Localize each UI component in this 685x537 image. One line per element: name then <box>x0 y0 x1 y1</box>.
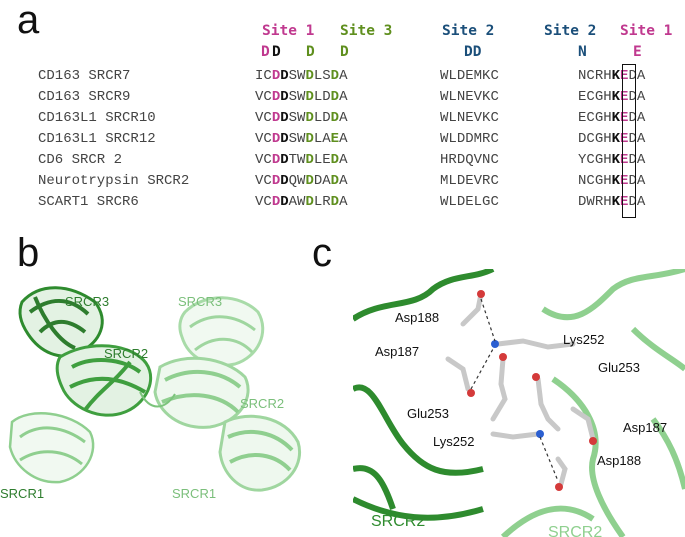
sequence-segment: DWRHKEDA <box>578 194 646 210</box>
sequence-segment: NCRHKEDA <box>578 68 646 84</box>
ribbon-dark <box>353 269 495 521</box>
domain-label: SRCR2 <box>240 396 284 411</box>
chain-a-dark <box>8 286 153 484</box>
hbonds <box>470 298 559 482</box>
sequence-segment: ECGHKEDA <box>578 110 646 126</box>
sequence-name: CD6 SRCR 2 <box>38 152 123 168</box>
domain-label: SRCR1 <box>0 486 44 501</box>
sticks <box>445 290 597 491</box>
sequence-segment: ECGHKEDA <box>578 89 646 105</box>
sequence-name: CD163L1 SRCR10 <box>38 110 156 126</box>
sequence-segment: VCDDAWDLRDA <box>255 194 348 210</box>
residue-label: Asp188 <box>395 310 439 325</box>
sequence-segment: WLNEVKC <box>440 89 499 105</box>
sequence-segment: DCGHKEDA <box>578 131 646 147</box>
site-header: Site 2 <box>544 23 597 39</box>
sequence-segment: ICDDSWDLSDA <box>255 68 348 84</box>
domain-label: SRCR2 <box>104 346 148 361</box>
domain-label: SRCR3 <box>178 294 222 309</box>
residue-header: D <box>306 44 315 60</box>
conserved-lysine-box <box>622 64 636 218</box>
panel-label-c: c <box>312 231 332 275</box>
sequence-segment: WLDELGC <box>440 194 499 210</box>
residue-header: N <box>578 44 587 60</box>
sequence-segment: WLDEMKC <box>440 68 499 84</box>
residue-header: E <box>633 44 642 60</box>
residue-header: DD <box>464 44 482 60</box>
residue-label: Glu253 <box>598 360 640 375</box>
panel-label-b: b <box>17 231 40 275</box>
sequence-segment: VCDDTWDLEDA <box>255 152 348 168</box>
sequence-segment: HRDQVNC <box>440 152 499 168</box>
residue-header: D <box>340 44 349 60</box>
sequence-segment: MLDEVRC <box>440 173 499 189</box>
sequence-segment: YCGHKEDA <box>578 152 646 168</box>
sequence-segment: VCDDSWDLDDA <box>255 89 348 105</box>
sequence-segment: VCDDQWDDADA <box>255 173 348 189</box>
sequence-name: SCART1 SRCR6 <box>38 194 139 210</box>
panel-c-interface: Asp188 Asp187 Lys252 Glu253 Glu253 Lys25… <box>353 269 685 537</box>
sequence-segment: WLDDMRC <box>440 131 499 147</box>
sequence-segment: VCDDSWDLDDA <box>255 110 348 126</box>
interdomain-linker <box>139 391 176 408</box>
site-header: Site 1 <box>262 23 315 39</box>
chain-label: SRCR2 <box>371 513 425 530</box>
ribbon-light <box>500 269 685 537</box>
sequence-segment: WLNEVKC <box>440 110 499 126</box>
residue-label: Glu253 <box>407 406 449 421</box>
residue-label: Asp187 <box>623 420 667 435</box>
sequence-name: CD163 SRCR7 <box>38 68 131 84</box>
chain-label: SRCR2 <box>548 524 602 537</box>
sequence-name: CD163 SRCR9 <box>38 89 131 105</box>
sequence-name: Neurotrypsin SRCR2 <box>38 173 190 189</box>
sequence-segment: NCGHKEDA <box>578 173 646 189</box>
residue-label: Asp188 <box>597 453 641 468</box>
site-header: Site 3 <box>340 23 393 39</box>
site-header: Site 1 <box>620 23 673 39</box>
residue-label: Lys252 <box>433 434 474 449</box>
residue-label: Lys252 <box>563 332 604 347</box>
panel-label-a: a <box>17 0 40 42</box>
domain-label: SRCR1 <box>172 486 216 501</box>
panel-b-structure: SRCR3 SRCR2 SRCR1 SRCR3 SRCR2 SRCR1 <box>0 286 301 501</box>
residue-header: D <box>261 44 270 60</box>
sequence-segment: VCDDSWDLAEA <box>255 131 348 147</box>
site-header: Site 2 <box>442 23 495 39</box>
residue-header: D <box>272 44 281 60</box>
residue-label: Asp187 <box>375 344 419 359</box>
sequence-name: CD163L1 SRCR12 <box>38 131 156 147</box>
domain-label: SRCR3 <box>65 294 109 309</box>
chain-b-light <box>153 296 301 492</box>
